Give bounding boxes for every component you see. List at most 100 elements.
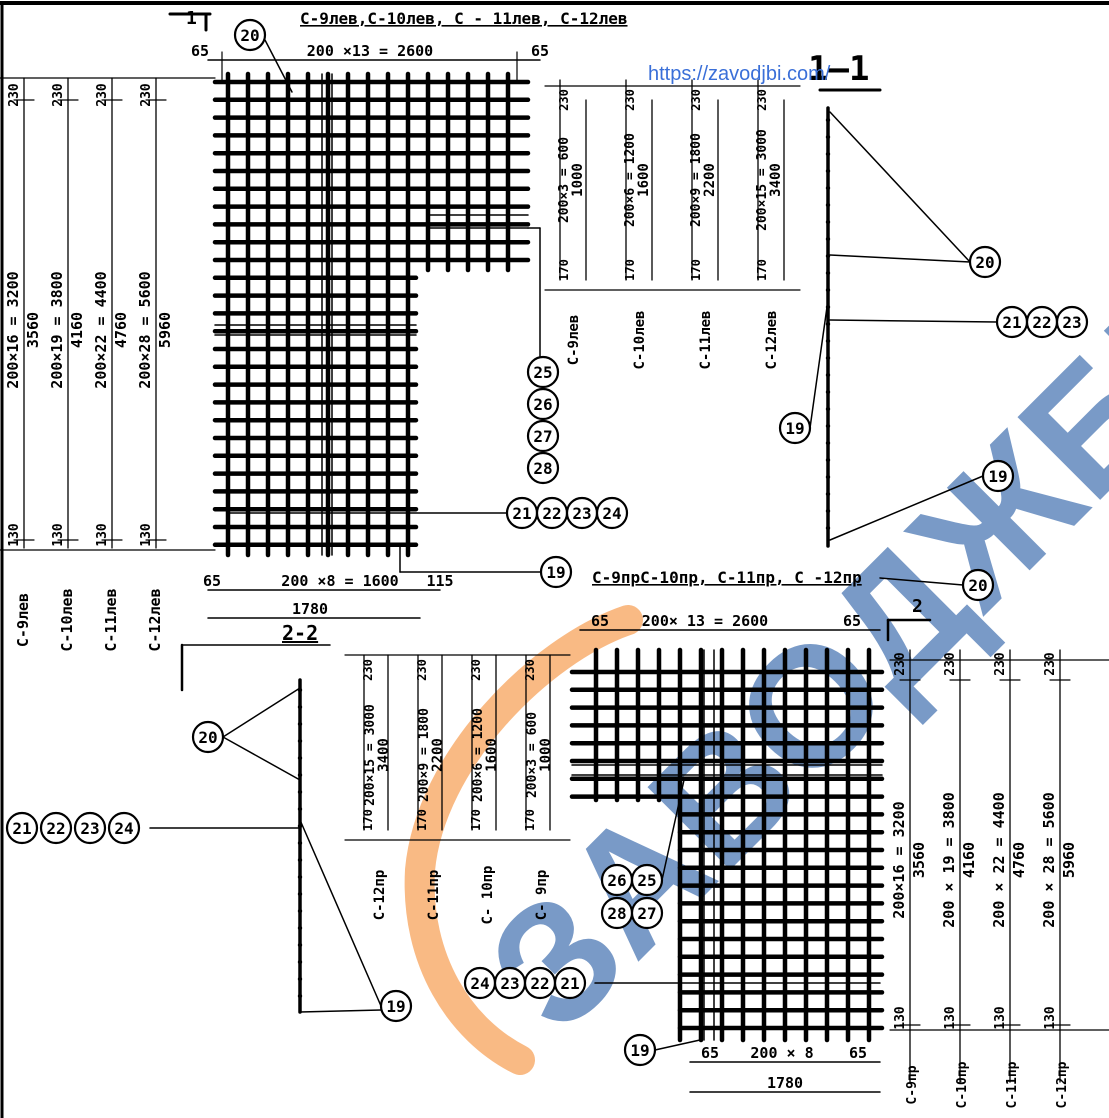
left-dim-span: 200×16 = 3200 bbox=[4, 271, 22, 388]
section-2-2-rod bbox=[297, 721, 303, 727]
leader bbox=[222, 736, 301, 781]
section11-top: 230 bbox=[689, 89, 703, 111]
cut-1-label: 1 bbox=[186, 8, 197, 29]
dimension-lines bbox=[0, 51, 1109, 1093]
section-1-1-rod bbox=[825, 168, 831, 174]
section22-label: С-12пр bbox=[372, 870, 388, 921]
left-dim-top: 230 bbox=[7, 83, 22, 107]
callout-19-top: 19 bbox=[546, 563, 565, 582]
bottom-mesh-dim-top: 200× 13 = 2600 bbox=[642, 612, 768, 630]
callout-stack-circle bbox=[526, 419, 560, 453]
section-1-1-rod bbox=[825, 287, 831, 293]
right-dim-label: С-10пр bbox=[955, 1061, 970, 1108]
site-url[interactable]: https://zavodjbi.com/ bbox=[648, 63, 831, 85]
callout-20-s22-circle bbox=[191, 720, 225, 754]
section11-bottom: 170 bbox=[623, 259, 637, 281]
top-mesh-dim-bottom-right: 115 bbox=[426, 572, 453, 590]
section22-bottom: 170 bbox=[469, 809, 483, 831]
callout-row-top: 24 bbox=[602, 504, 621, 523]
left-dim-bottom: 130 bbox=[7, 523, 22, 547]
callout-stack: 26 bbox=[533, 395, 552, 414]
section11-total: 2200 bbox=[702, 163, 718, 197]
callout-20-bm-circle bbox=[961, 568, 995, 602]
callout-row-bm-circle bbox=[553, 966, 587, 1000]
top-mesh-edge-right: 65 bbox=[531, 42, 549, 60]
section11-span: 200×6 = 1200 bbox=[623, 133, 638, 227]
callout-row-top: 21 bbox=[512, 504, 531, 523]
leader bbox=[829, 319, 998, 323]
right-dim-total: 5960 bbox=[1060, 842, 1078, 878]
right-dim-label: С-11пр bbox=[1005, 1061, 1020, 1108]
section22-total: 1600 bbox=[484, 738, 500, 772]
section-1-1-rod bbox=[825, 423, 831, 429]
section22-span: 200×6 = 1200 bbox=[471, 708, 486, 802]
section22-top: 230 bbox=[415, 659, 429, 681]
section11-total: 1600 bbox=[636, 163, 652, 197]
section11-bottom: 170 bbox=[755, 259, 769, 281]
section-2-2-rod bbox=[297, 925, 303, 931]
callout-row-s11: 21 bbox=[1002, 313, 1021, 332]
section-1-1-rod bbox=[825, 338, 831, 344]
section-2-2-rod bbox=[297, 874, 303, 880]
top-mesh-dim-bottom: 200 ×8 = 1600 bbox=[281, 572, 398, 590]
callout-stack: 27 bbox=[533, 427, 552, 446]
right-dim-bottom: 130 bbox=[893, 1006, 908, 1030]
section11-total: 3400 bbox=[768, 163, 784, 197]
section-2-2-rod bbox=[297, 738, 303, 744]
section22-top: 230 bbox=[361, 659, 375, 681]
callout-row-s22: 22 bbox=[46, 819, 65, 838]
section22-bottom: 170 bbox=[523, 809, 537, 831]
callout-20-s22: 20 bbox=[198, 728, 217, 747]
section11-label: С-10лев bbox=[632, 310, 648, 369]
section-2-2-rod bbox=[297, 823, 303, 829]
left-dim-span: 200×22 = 4400 bbox=[92, 271, 110, 388]
callout-row-s11: 23 bbox=[1062, 313, 1081, 332]
callout-row-s22: 23 bbox=[80, 819, 99, 838]
right-dim-span: 200 × 19 = 3800 bbox=[940, 792, 958, 927]
callout-20-top-circle bbox=[233, 18, 267, 52]
section-2-2-rod bbox=[297, 755, 303, 761]
section-1-1-title: 1—1 bbox=[808, 49, 869, 89]
section11-top: 230 bbox=[623, 89, 637, 111]
section11-span: 200×3 = 600 bbox=[557, 137, 572, 223]
section-1-1-rod bbox=[825, 474, 831, 480]
section22-total: 1000 bbox=[538, 738, 554, 772]
section-1-1-rod bbox=[825, 134, 831, 140]
section-1-1-rod bbox=[825, 525, 831, 531]
callout-row-bm: 24 bbox=[470, 974, 489, 993]
callout-stack-circle bbox=[526, 387, 560, 421]
bottom-mesh-edge-left-b: 65 bbox=[701, 1044, 719, 1062]
section22-top: 230 bbox=[469, 659, 483, 681]
section-2-2-rod bbox=[297, 959, 303, 965]
right-dim-total: 4160 bbox=[960, 842, 978, 878]
section-1-1-rod bbox=[825, 151, 831, 157]
section11-total: 1000 bbox=[570, 163, 586, 197]
callout-19-s11a: 19 bbox=[785, 419, 804, 438]
callout-stack: 25 bbox=[533, 363, 552, 382]
section11-bottom: 170 bbox=[557, 259, 571, 281]
right-dim-label: С-9пр bbox=[905, 1065, 920, 1104]
leader bbox=[879, 577, 964, 586]
left-dim-top: 230 bbox=[95, 83, 110, 107]
leader bbox=[654, 1039, 701, 1051]
bottom-mesh-edge-left: 65 bbox=[591, 612, 609, 630]
callout-row-s22: 24 bbox=[114, 819, 133, 838]
section22-bottom: 170 bbox=[361, 809, 375, 831]
left-dim-label: С-9лев bbox=[14, 593, 32, 647]
callout-row-s22-circle bbox=[73, 811, 107, 845]
section11-top: 230 bbox=[755, 89, 769, 111]
left-dim-span: 200×19 = 3800 bbox=[48, 271, 66, 388]
section11-top: 230 bbox=[557, 89, 571, 111]
callout-row-s11: 22 bbox=[1032, 313, 1051, 332]
section-2-2-rod bbox=[297, 704, 303, 710]
leader bbox=[829, 475, 984, 541]
callout-row-top-circle bbox=[595, 496, 629, 530]
section22-span: 200×15 = 3000 bbox=[363, 704, 378, 806]
right-dim-span: 200 × 22 = 4400 bbox=[990, 792, 1008, 927]
callout-19-bm-circle bbox=[623, 1033, 657, 1067]
callout-20-top: 20 bbox=[240, 26, 259, 45]
right-dim-total: 3560 bbox=[910, 842, 928, 878]
